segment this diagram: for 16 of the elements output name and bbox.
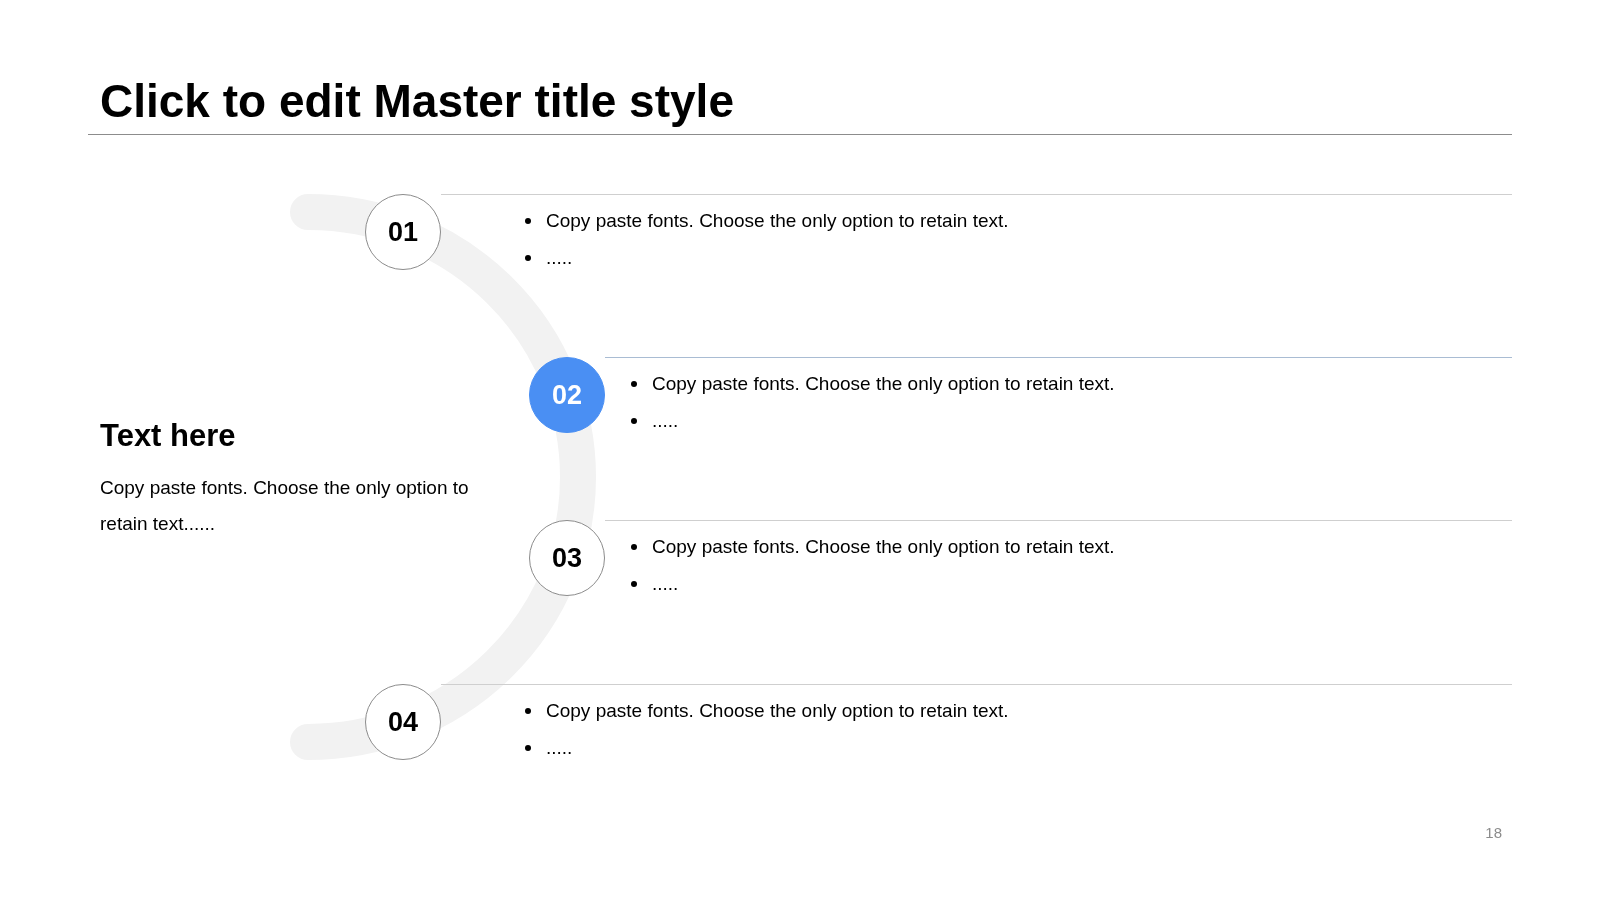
bullet-text: ..... xyxy=(546,736,573,760)
number-circle: 03 xyxy=(529,520,605,596)
number-circle: 04 xyxy=(365,684,441,760)
bullet-text: ..... xyxy=(546,246,573,270)
slide-title: Click to edit Master title style xyxy=(100,74,734,128)
bullet-text: ..... xyxy=(652,572,679,596)
bullet-text: Copy paste fonts. Choose the only option to retain text. xyxy=(652,535,1115,559)
page-number: 18 xyxy=(1484,824,1502,842)
body-text: Copy paste fonts. Choose the only option to retain text...... xyxy=(100,476,470,536)
bullet-text: Copy paste fonts. Choose the only option to retain text. xyxy=(546,699,1009,723)
section-heading: Text here xyxy=(100,418,236,454)
bullet-text: Copy paste fonts. Choose the only option to retain text. xyxy=(546,209,1009,233)
number-circle: 01 xyxy=(365,194,441,270)
number-circle: 02 xyxy=(529,357,605,433)
bullet-text: Copy paste fonts. Choose the only option to retain text. xyxy=(652,372,1115,396)
bullet-text: ..... xyxy=(652,409,679,433)
